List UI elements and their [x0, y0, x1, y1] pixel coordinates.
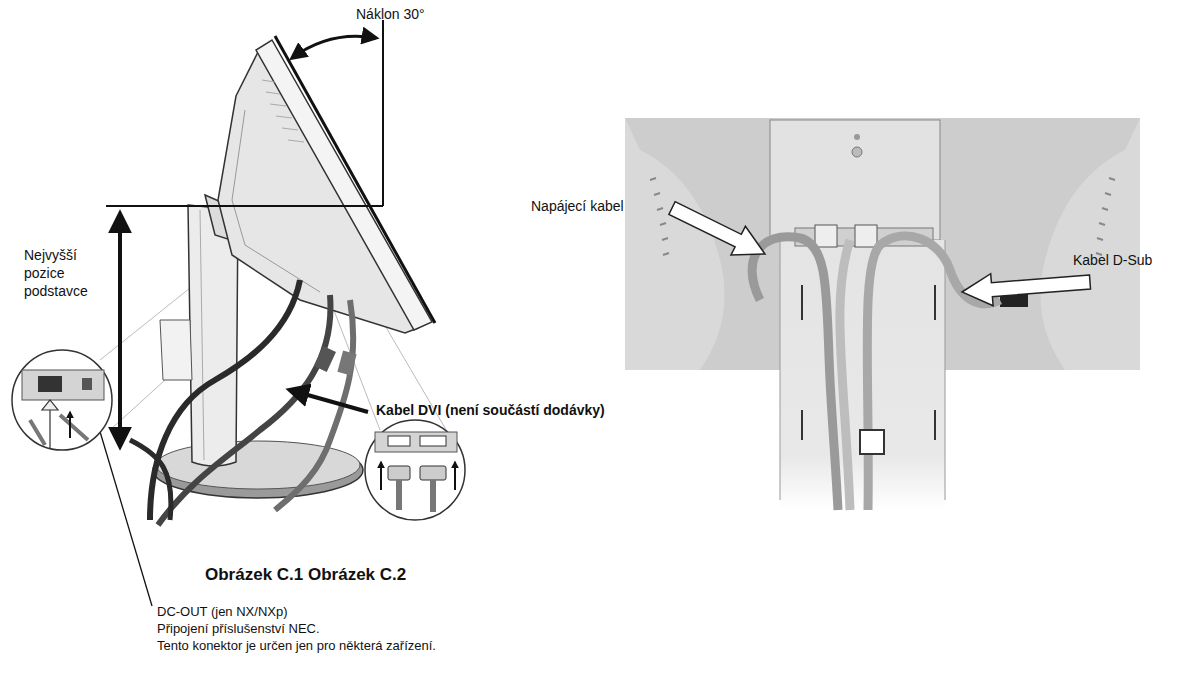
cable-clip [815, 225, 837, 247]
cable [840, 240, 850, 510]
stand-plate [770, 120, 940, 240]
monitor-side-view [282, 128, 298, 130]
monitor-side-view [266, 92, 280, 94]
rear-view-photo [657, 208, 663, 210]
power-cable [150, 280, 300, 520]
dsub-cable [867, 236, 1000, 510]
monitor-panel [256, 40, 432, 330]
power-inset [82, 378, 92, 390]
rear-view-photo [1097, 238, 1103, 240]
signal-inset [399, 480, 433, 512]
rear-view-photo [801, 285, 803, 320]
monitor-side-view [288, 140, 304, 142]
rear-view-photo [801, 410, 803, 440]
figure-caption: Obrázek C.1 Obrázek C.2 [205, 564, 406, 585]
rear-view-photo [650, 178, 656, 180]
signal-inset [388, 466, 410, 480]
rear-view-photo [654, 193, 660, 195]
rear-view-photo [1105, 193, 1111, 195]
signal-inset [375, 432, 457, 452]
annotation-label: Napájecí kabel [531, 198, 624, 216]
cable-clip [855, 225, 877, 247]
monitor-side-view [200, 210, 204, 460]
annotation-label: Nejvyšší pozice podstavce [24, 246, 104, 301]
ferrite-core [314, 346, 336, 372]
monitor-side-view [130, 440, 171, 520]
rear-view-photo [625, 118, 725, 370]
monitor-side-view [262, 80, 275, 82]
power-inset [12, 350, 112, 450]
signal-inset [380, 462, 382, 490]
rear-view-photo [662, 238, 668, 240]
rear-view-photo [945, 240, 946, 500]
front-face-line [275, 36, 435, 323]
rear-view-photo [934, 410, 936, 440]
annotation-label: Tento konektor je určen jen pro některá … [157, 638, 436, 654]
power-cable [752, 237, 838, 510]
ferrite-core [337, 351, 356, 376]
power-inset [30, 415, 88, 445]
rear-view-photo [625, 118, 1140, 510]
signal-inset [420, 466, 446, 480]
signal-inset [365, 420, 465, 520]
rear-view-photo [852, 147, 862, 157]
tilt-arrow [292, 36, 376, 58]
annotation-label: Kabel DVI (není součástí dodávky) [376, 402, 605, 420]
monitor-side-view [276, 116, 292, 118]
stand-column [780, 240, 945, 510]
rear-view-photo [1109, 178, 1115, 180]
power-inset [22, 370, 104, 400]
power-inset [69, 412, 71, 438]
signal-inset [454, 462, 456, 490]
rear-view-photo [660, 223, 666, 225]
annotation-label: Kabel D-Sub [1073, 252, 1152, 270]
signal-inset [420, 436, 446, 446]
vertical-reference [382, 20, 384, 206]
dvi-cable [158, 295, 330, 525]
rear-view-photo [854, 134, 860, 140]
monitor-side-view [270, 104, 286, 106]
power-inset [12, 350, 112, 450]
rear-view-photo [1102, 208, 1108, 210]
monitor-back [218, 46, 418, 333]
power-inset [38, 376, 62, 392]
annotation-label: Náklon 30° [356, 6, 425, 24]
rear-view-photo [934, 285, 936, 320]
signal-inset [365, 420, 465, 520]
callout-arrow [669, 202, 765, 255]
annotation-label: DC-OUT (jen NX/NXp) [157, 604, 288, 620]
rear-view-photo [1099, 223, 1105, 225]
rear-view-photo [663, 253, 669, 255]
monitor-side-view [262, 80, 304, 142]
callout-arrow [962, 274, 1091, 306]
height-arrow [118, 214, 122, 446]
cable-clip [860, 430, 884, 454]
signal-inset [388, 436, 410, 446]
monitor-side-view [160, 320, 192, 380]
rear-view-photo [1041, 118, 1141, 370]
dvi-leader [290, 390, 368, 412]
height-reference [106, 205, 383, 207]
annotation-label: Připojení příslušenství NEC. [157, 621, 320, 637]
rear-view-photo [780, 240, 781, 500]
